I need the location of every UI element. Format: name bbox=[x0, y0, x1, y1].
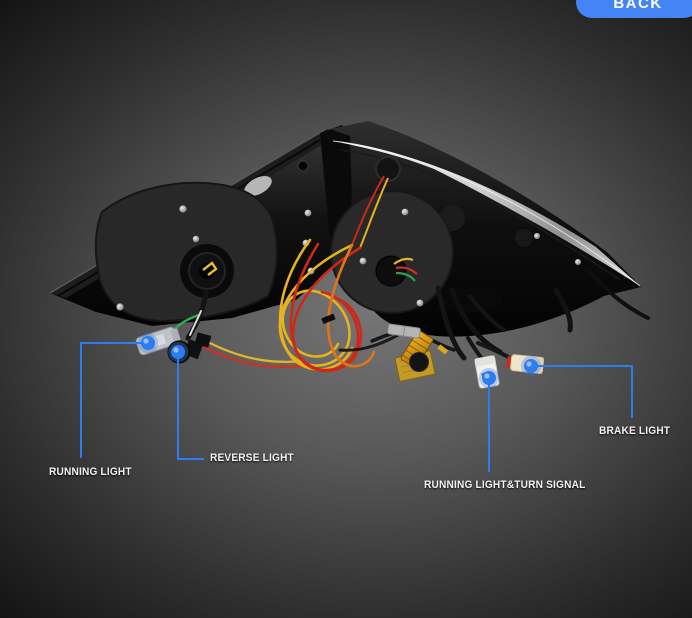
inline-connector bbox=[387, 323, 421, 339]
yellow-wire bbox=[393, 257, 414, 265]
red-wire bbox=[395, 266, 418, 275]
green-wire bbox=[395, 271, 416, 282]
callout-lines bbox=[80, 342, 633, 472]
brake-light-callout-line bbox=[531, 365, 633, 418]
load-resistor bbox=[370, 323, 456, 383]
back-view-badge[interactable]: BACK bbox=[576, 0, 692, 18]
brake-light-dot bbox=[521, 356, 541, 376]
running-light-turn-signal-label: RUNNING LIGHT&TURN SIGNAL bbox=[424, 479, 586, 491]
right-bulb-socket bbox=[375, 255, 418, 287]
right-top-socket bbox=[351, 156, 401, 249]
left-bulb-socket bbox=[180, 244, 234, 298]
reverse-light-dot bbox=[168, 342, 188, 362]
brake-light-label: BRAKE LIGHT bbox=[599, 425, 671, 437]
running-light-callout-line bbox=[80, 342, 148, 458]
right-tail-lamp bbox=[330, 121, 641, 337]
running-turn-dot bbox=[479, 368, 499, 388]
wire-loops bbox=[278, 238, 376, 373]
reverse-light-label: REVERSE LIGHT bbox=[210, 452, 294, 464]
running-light-dot bbox=[138, 333, 158, 353]
red-wire bbox=[351, 175, 385, 246]
back-view-badge-label: BACK bbox=[613, 0, 663, 12]
resistor-dial bbox=[409, 352, 429, 372]
yellow-wire bbox=[202, 261, 218, 276]
callout-dots bbox=[138, 333, 541, 388]
right-screws bbox=[359, 208, 581, 307]
yellow-cable-tie bbox=[437, 344, 449, 355]
yellow-wire bbox=[359, 177, 389, 249]
left-tail-lamp bbox=[49, 125, 371, 326]
running-light-label: RUNNING LIGHT bbox=[49, 466, 132, 478]
reverse-light-callout-line bbox=[177, 352, 204, 460]
green-wire bbox=[172, 313, 201, 332]
left-foam-gasket bbox=[94, 181, 278, 323]
